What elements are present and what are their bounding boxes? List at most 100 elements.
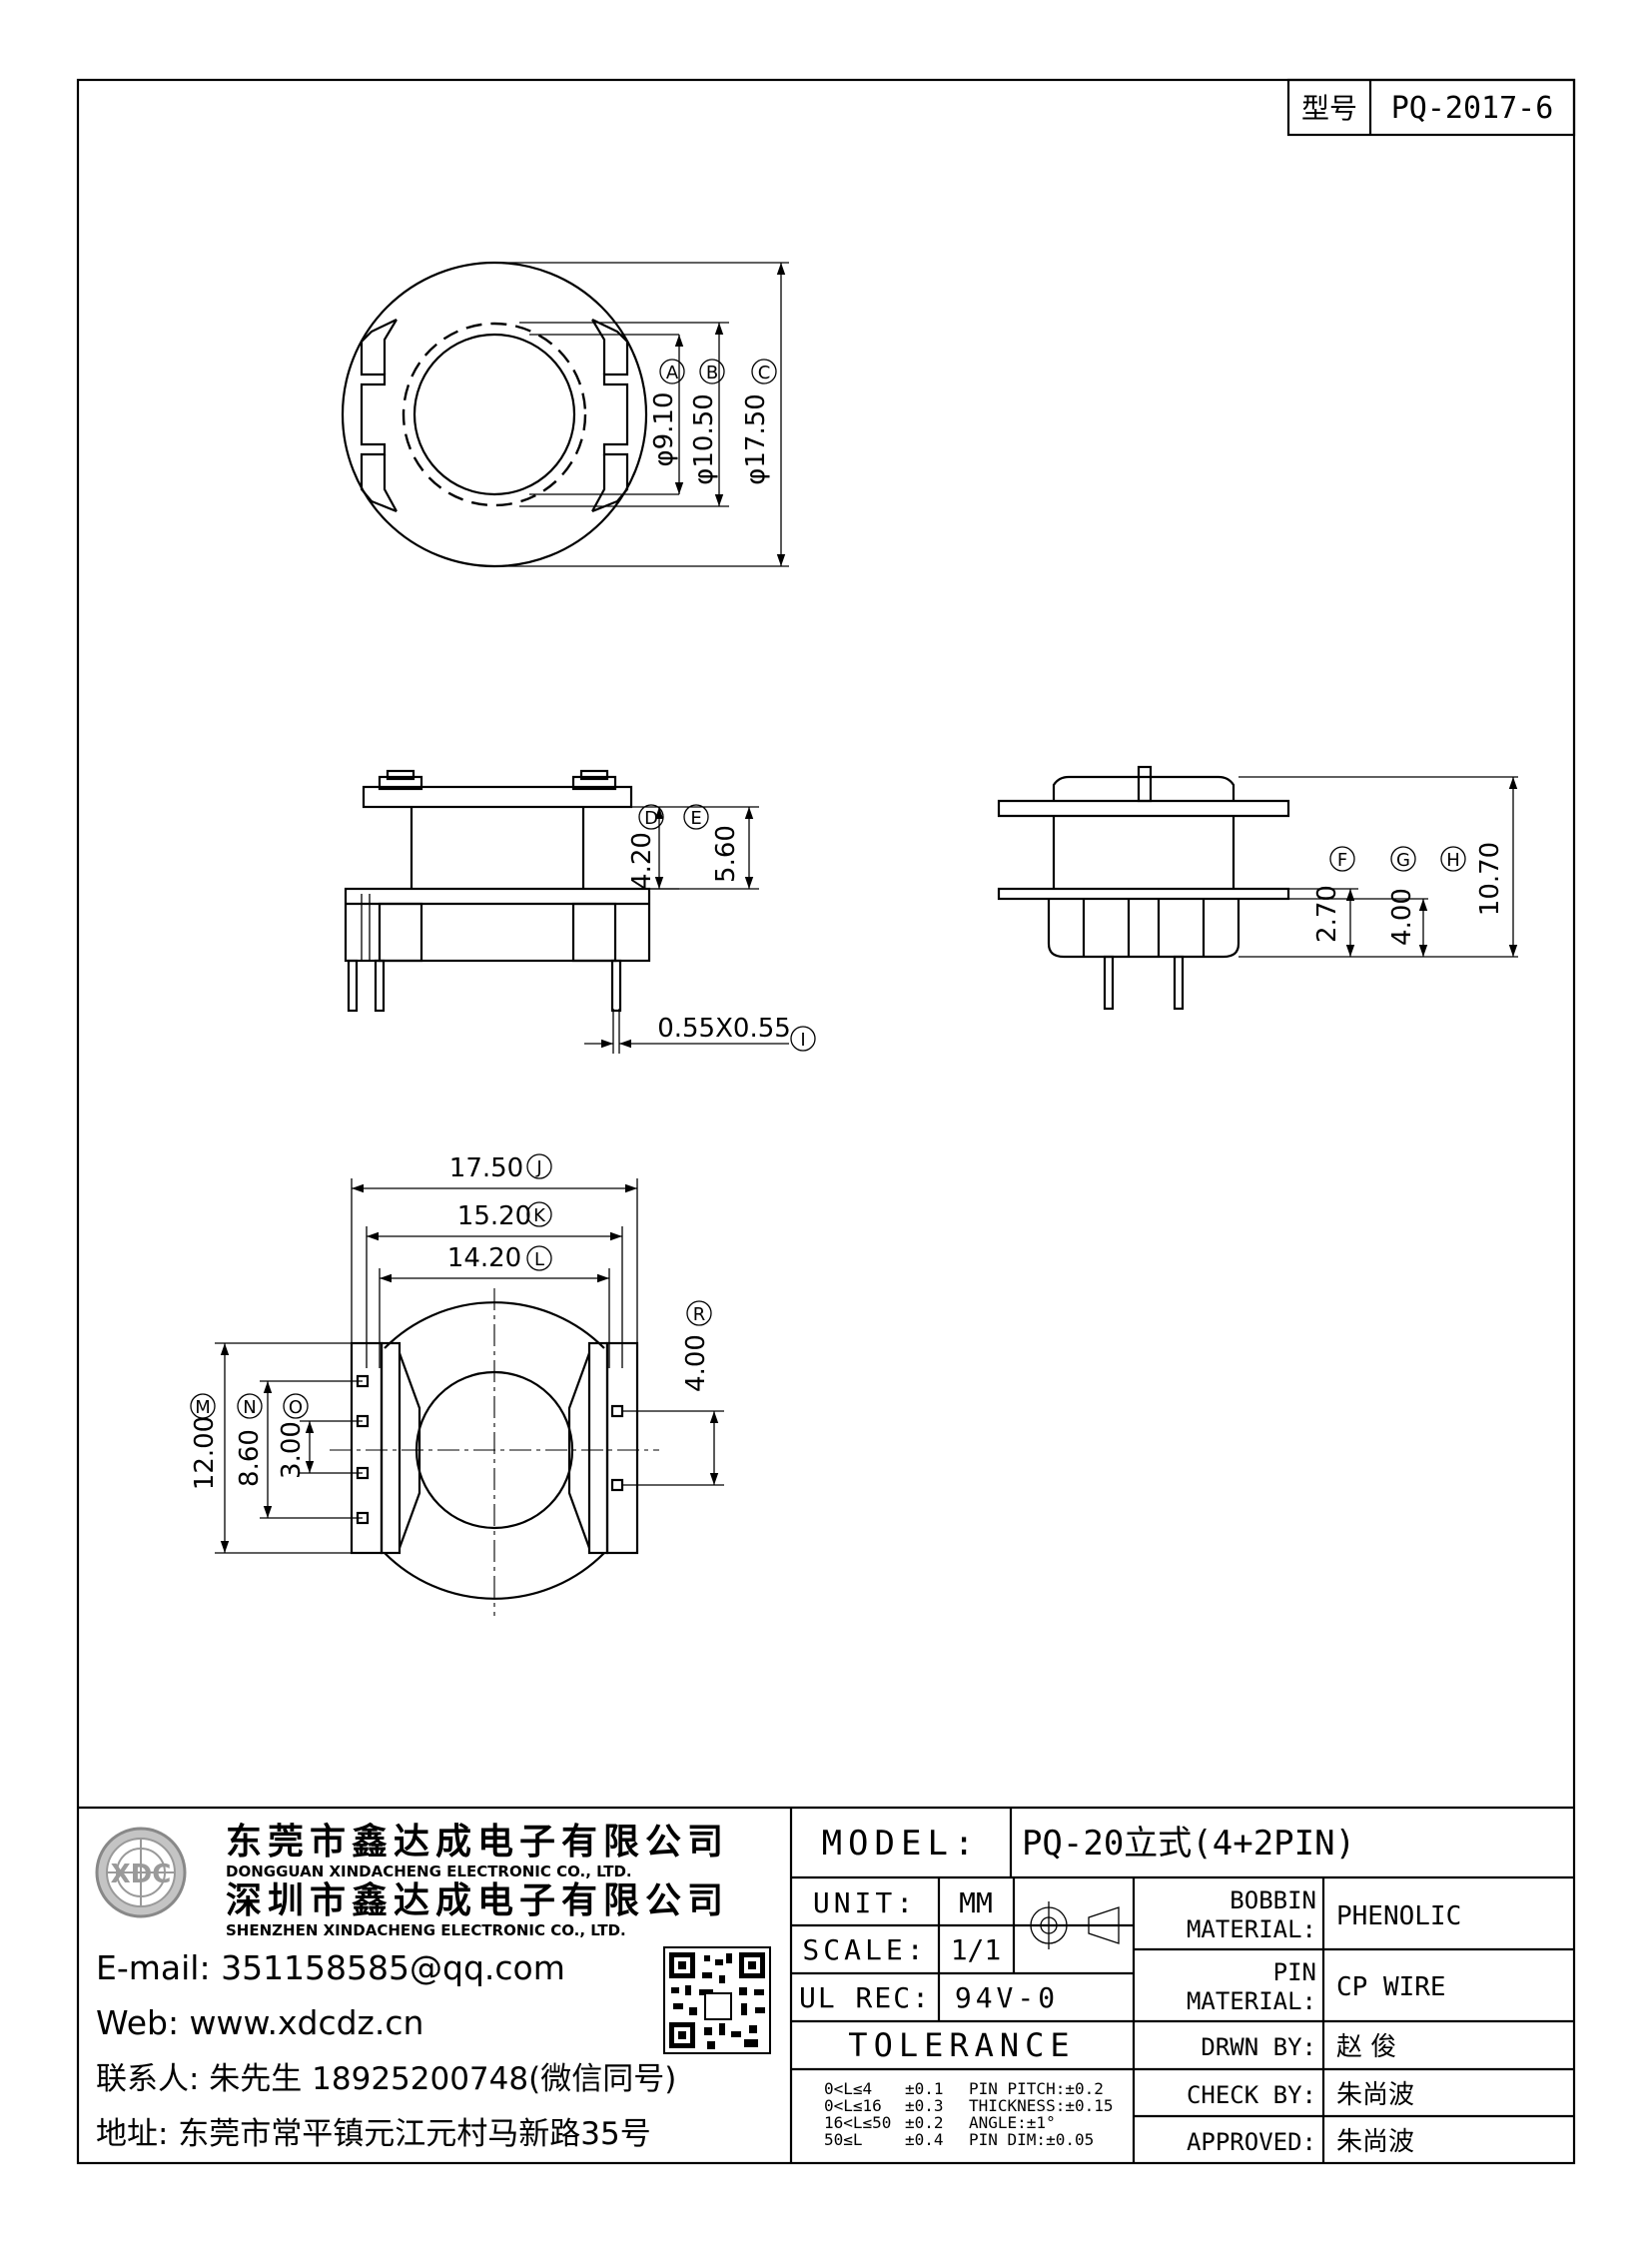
tolerance-table: 0<L≤4 ±0.1 PIN PITCH:±0.2 0<L≤16 ±0.3 TH… — [824, 2079, 1114, 2149]
svg-text:B: B — [706, 363, 718, 383]
svg-text:14.20: 14.20 — [447, 1243, 521, 1273]
tolerance-label: TOLERANCE — [848, 2026, 1075, 2064]
svg-text:17.50: 17.50 — [449, 1153, 523, 1183]
dim-a: A φ9.10 — [649, 359, 685, 467]
svg-text:50≤L: 50≤L — [824, 2130, 863, 2149]
dim-c: C φ17.50 — [741, 359, 777, 485]
bobbin-material-value: PHENOLIC — [1336, 1901, 1461, 1931]
bobbin-material-label-2: MATERIAL: — [1187, 1915, 1316, 1943]
dim-l: 14.20 L — [447, 1243, 552, 1273]
dim-e: E 5.60 — [683, 804, 741, 883]
dim-m: M 12.00 — [190, 1393, 220, 1490]
svg-text:E: E — [690, 808, 701, 829]
pin-material-label-2: MATERIAL: — [1187, 1987, 1316, 2015]
dim-f: F 2.70 — [1312, 846, 1355, 943]
top-view-core-dashed — [402, 322, 587, 507]
company-name-en-1: DONGGUAN XINDACHENG ELECTRONIC CO., LTD. — [226, 1863, 632, 1880]
svg-text:0<L≤16: 0<L≤16 — [824, 2096, 882, 2115]
drawing-border — [76, 78, 1576, 2165]
bottom-view: 17.50 J 15.20 K 14.20 L M 12.00 — [190, 1153, 724, 1616]
check-by-label: CHECK BY: — [1187, 2081, 1316, 2109]
svg-text:THICKNESS:±0.15: THICKNESS:±0.15 — [969, 2096, 1114, 2115]
projection-symbol — [1025, 1901, 1129, 1949]
top-view-outer-flange — [341, 261, 648, 568]
dim-n: N 8.60 — [235, 1393, 265, 1487]
dim-g: G 4.00 — [1387, 846, 1417, 946]
bobbin-material-label-1: BOBBIN — [1230, 1886, 1316, 1914]
svg-text:C: C — [758, 363, 771, 383]
part-number-box: 型号 PQ-2017-6 — [1286, 78, 1576, 137]
dim-k: 15.20 K — [457, 1201, 552, 1231]
svg-text:I: I — [800, 1030, 805, 1051]
svg-text:φ10.50: φ10.50 — [689, 393, 719, 485]
company-address: 地址: 东莞市常平镇元江元村马新路35号 — [96, 2116, 651, 2152]
svg-text:±0.3: ±0.3 — [905, 2096, 944, 2115]
check-by-value: 朱尚波 — [1336, 2080, 1414, 2110]
svg-text:G: G — [1396, 850, 1410, 871]
pin-material-value: CP WIRE — [1336, 1972, 1446, 2002]
top-view: A φ9.10 B φ10.50 C φ17.50 — [341, 261, 789, 568]
scale-value: 1/1 — [951, 1933, 1002, 1966]
svg-text:0<L≤4: 0<L≤4 — [824, 2079, 872, 2098]
svg-text:XDC: XDC — [111, 1860, 172, 1889]
svg-text:J: J — [535, 1157, 541, 1178]
company-email: E-mail: 351158585@qq.com — [96, 1948, 565, 1987]
svg-text:12.00: 12.00 — [190, 1416, 220, 1490]
svg-text:R: R — [693, 1304, 706, 1325]
svg-text:±0.4: ±0.4 — [905, 2130, 944, 2149]
svg-text:15.20: 15.20 — [457, 1201, 531, 1231]
svg-text:4.00: 4.00 — [1387, 888, 1417, 946]
scale-label: SCALE: — [802, 1933, 927, 1966]
ulrec-value: 94V-0 — [955, 1981, 1059, 2014]
svg-text:4.20: 4.20 — [627, 832, 657, 890]
drawn-by-label: DRWN BY: — [1201, 2033, 1316, 2061]
model-label: MODEL: — [822, 1824, 981, 1864]
svg-text:φ9.10: φ9.10 — [649, 391, 679, 466]
svg-text:K: K — [533, 1205, 546, 1226]
part-number: PQ-2017-6 — [1391, 91, 1554, 126]
title-block: XDC 东莞市鑫达成电子有限公司 DONGGUAN XINDACHENG ELE… — [78, 1806, 1574, 2163]
company-name-cn-1: 东莞市鑫达成电子有限公司 — [226, 1822, 729, 1863]
side-view: F 2.70 G 4.00 H 10.70 — [997, 765, 1518, 1011]
dim-i: 0.55X0.55 I — [657, 1014, 816, 1052]
svg-text:ANGLE:±1°: ANGLE:±1° — [969, 2113, 1056, 2132]
company-contact: 联系人: 朱先生 18925200748(微信同号) — [96, 2061, 676, 2097]
approved-label: APPROVED: — [1187, 2128, 1316, 2156]
top-view-center-hole — [413, 333, 576, 496]
company-name-en-2: SHENZHEN XINDACHENG ELECTRONIC CO., LTD. — [226, 1921, 626, 1939]
svg-text:±0.2: ±0.2 — [905, 2113, 944, 2132]
svg-text:L: L — [534, 1249, 544, 1270]
unit-label: UNIT: — [813, 1886, 917, 1919]
svg-text:N: N — [243, 1397, 256, 1418]
type-label: 型号 — [1301, 92, 1357, 125]
svg-text:0.55X0.55: 0.55X0.55 — [657, 1014, 791, 1044]
svg-text:±0.1: ±0.1 — [905, 2079, 944, 2098]
svg-text:3.00: 3.00 — [277, 1421, 307, 1479]
svg-text:8.60: 8.60 — [235, 1429, 265, 1487]
pin-material-label-1: PIN — [1273, 1958, 1316, 1986]
dim-b: B φ10.50 — [689, 359, 725, 485]
svg-text:5.60: 5.60 — [711, 825, 741, 883]
model-value: PQ-20立式(4+2PIN) — [1022, 1824, 1355, 1864]
svg-text:PIN PITCH:±0.2: PIN PITCH:±0.2 — [969, 2079, 1104, 2098]
dim-d: D 4.20 — [627, 804, 664, 890]
dim-o: O 3.00 — [277, 1393, 309, 1479]
svg-text:M: M — [195, 1397, 211, 1418]
svg-text:10.70: 10.70 — [1475, 842, 1505, 916]
dim-j: 17.50 J — [449, 1153, 552, 1183]
svg-text:H: H — [1446, 850, 1460, 871]
dim-r: R 4.00 — [681, 1300, 712, 1392]
qr-code — [663, 1946, 771, 2054]
ulrec-label: UL REC: — [799, 1981, 931, 2014]
drawn-by-value: 赵 俊 — [1336, 2032, 1396, 2062]
approved-value: 朱尚波 — [1336, 2127, 1414, 2157]
svg-text:F: F — [1337, 850, 1347, 871]
svg-text:4.00: 4.00 — [681, 1334, 711, 1392]
dim-h: H 10.70 — [1440, 842, 1505, 916]
svg-text:2.70: 2.70 — [1312, 885, 1342, 943]
unit-value: MM — [959, 1886, 993, 1919]
company-logo: XDC — [95, 1827, 187, 1918]
svg-text:O: O — [289, 1397, 303, 1418]
svg-text:D: D — [644, 808, 658, 829]
